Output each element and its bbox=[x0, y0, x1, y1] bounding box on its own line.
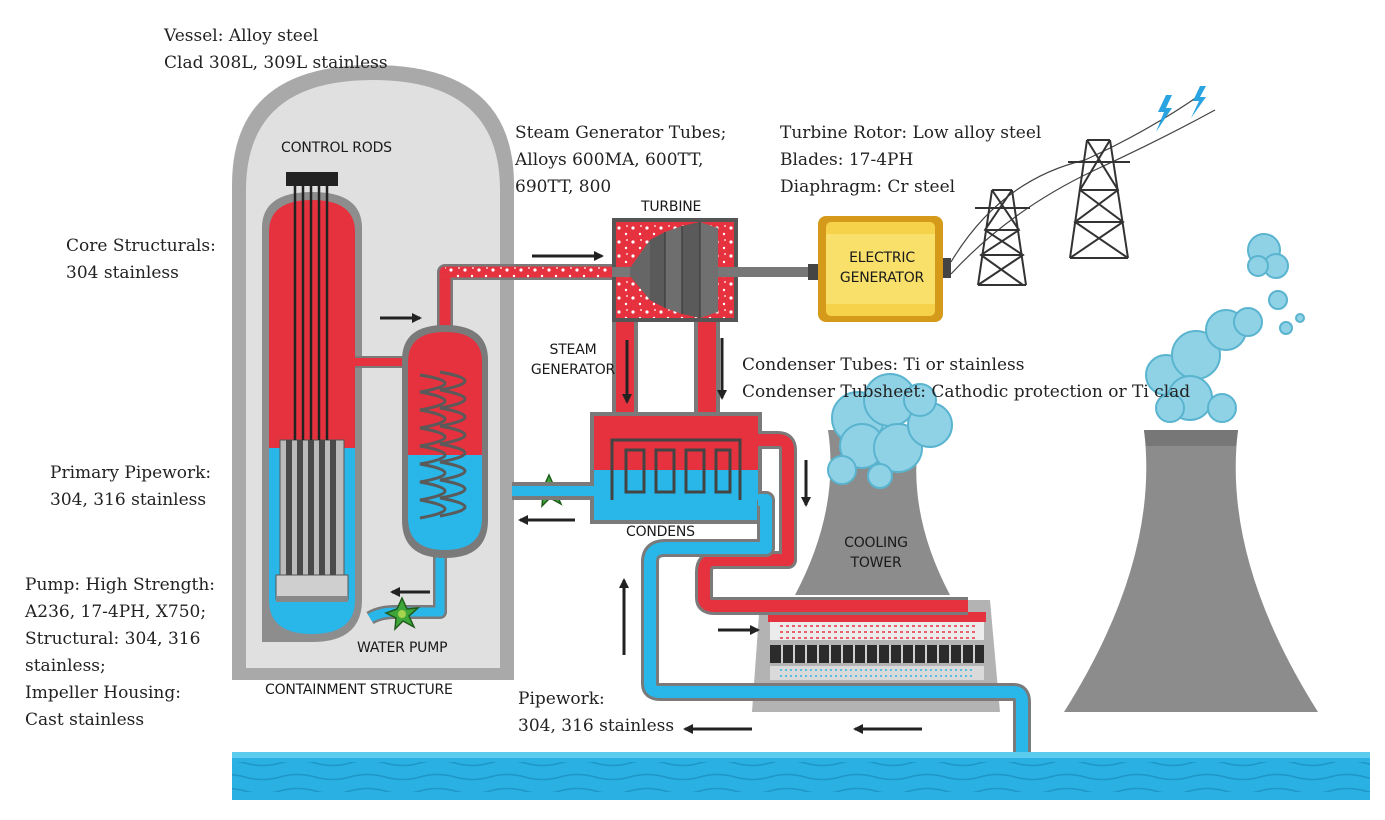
sg-tubes-line: Alloys 600MA, 600TT, bbox=[515, 150, 704, 170]
pump-label-line: Impeller Housing: bbox=[25, 683, 181, 703]
condenser-label: Condenser Tubes: Ti or stainless Condens… bbox=[742, 352, 1190, 406]
containment-structure-caption: CONTAINMENT STRUCTURE bbox=[265, 682, 453, 698]
pump-label-line: stainless; bbox=[25, 656, 106, 676]
electric-generator-caption-line: GENERATOR bbox=[839, 270, 925, 286]
pump-label-line: A236, 17-4PH, X750; bbox=[25, 602, 207, 622]
steam-generator-caption: STEAM GENERATOR bbox=[531, 340, 615, 380]
turbine-rotor-label: Turbine Rotor: Low alloy steel Blades: 1… bbox=[780, 120, 1041, 201]
pipework-label-line: 304, 316 stainless bbox=[518, 716, 675, 736]
vessel-label-line: Clad 308L, 309L stainless bbox=[164, 53, 388, 73]
turbine bbox=[612, 218, 810, 322]
pipework-label: Pipework: 304, 316 stainless bbox=[518, 686, 674, 740]
pipework-label-line: Pipework: bbox=[518, 689, 605, 709]
steam-cloud-icon bbox=[1145, 307, 1263, 423]
steam-cloud-icon bbox=[827, 373, 953, 489]
vessel-label-line: Vessel: Alloy steel bbox=[164, 26, 319, 46]
river bbox=[232, 752, 1370, 800]
primary-pipework-label: Primary Pipework: 304, 316 stainless bbox=[50, 460, 211, 514]
primary-pipework-line: Primary Pipework: bbox=[50, 463, 212, 483]
primary-pipework-line: 304, 316 stainless bbox=[50, 490, 207, 510]
steam-particles bbox=[445, 266, 610, 278]
condens-caption: CONDENS bbox=[626, 524, 695, 540]
pump-label-line: Structural: 304, 316 bbox=[25, 629, 201, 649]
electric-generator-caption-line: ELECTRIC bbox=[849, 250, 915, 266]
steam-generator-vessel bbox=[402, 325, 488, 558]
pump-impeller-icon bbox=[384, 596, 421, 631]
steam-generator-caption-line: STEAM bbox=[549, 342, 597, 358]
control-rods bbox=[286, 172, 338, 440]
electric-generator-caption: ELECTRIC GENERATOR bbox=[840, 248, 924, 288]
pump-label-line: Pump: High Strength: bbox=[25, 575, 216, 595]
condenser-label-line: Condenser Tubes: Ti or stainless bbox=[742, 355, 1025, 375]
cooling-tower-caption: COOLING TOWER bbox=[844, 533, 908, 573]
electric-generator bbox=[808, 216, 951, 322]
condenser bbox=[590, 412, 762, 524]
turbine-rotor-line: Blades: 17-4PH bbox=[780, 150, 914, 170]
turbine-caption: TURBINE bbox=[641, 199, 702, 215]
turbine-exhaust-pipes bbox=[612, 320, 720, 420]
cooling-tower-caption-line: TOWER bbox=[850, 555, 902, 571]
pylon-icon bbox=[975, 189, 1030, 286]
condenser-feed-pipe bbox=[512, 482, 594, 500]
water-pump-caption: WATER PUMP bbox=[357, 640, 448, 656]
vessel-label: Vessel: Alloy steel Clad 308L, 309L stai… bbox=[164, 23, 388, 77]
flow-arrow-icon bbox=[380, 251, 922, 734]
core-structurals-label: Core Structurals: 304 stainless bbox=[66, 233, 216, 287]
control-rods-caption: CONTROL RODS bbox=[281, 140, 392, 156]
steam-generator-caption-line: GENERATOR bbox=[530, 362, 616, 378]
turbine-rotor-line: Turbine Rotor: Low alloy steel bbox=[780, 123, 1042, 143]
cooling-loop bbox=[641, 431, 1031, 752]
pump-label-line: Cast stainless bbox=[25, 710, 145, 730]
turbine-rotor-line: Diaphragm: Cr steel bbox=[780, 177, 956, 197]
cooling-tower-back bbox=[1064, 430, 1318, 712]
cooling-tower-caption-line: COOLING bbox=[844, 535, 908, 551]
condenser-label-line: Condenser Tubsheet: Cathodic protection … bbox=[742, 382, 1191, 402]
lightning-bolt-icon bbox=[1156, 86, 1206, 132]
core-structurals-line: Core Structurals: bbox=[66, 236, 216, 256]
sg-tubes-line: 690TT, 800 bbox=[515, 177, 612, 197]
steam-generator-tubes-label: Steam Generator Tubes; Alloys 600MA, 600… bbox=[515, 120, 726, 201]
fuel-rods bbox=[286, 440, 336, 575]
core-structurals-line: 304 stainless bbox=[66, 263, 179, 283]
pump-label: Pump: High Strength: A236, 17-4PH, X750;… bbox=[25, 572, 215, 734]
pylon-icon bbox=[1068, 139, 1130, 259]
sg-tubes-line: Steam Generator Tubes; bbox=[515, 123, 727, 143]
steam-puffs bbox=[1247, 233, 1305, 335]
